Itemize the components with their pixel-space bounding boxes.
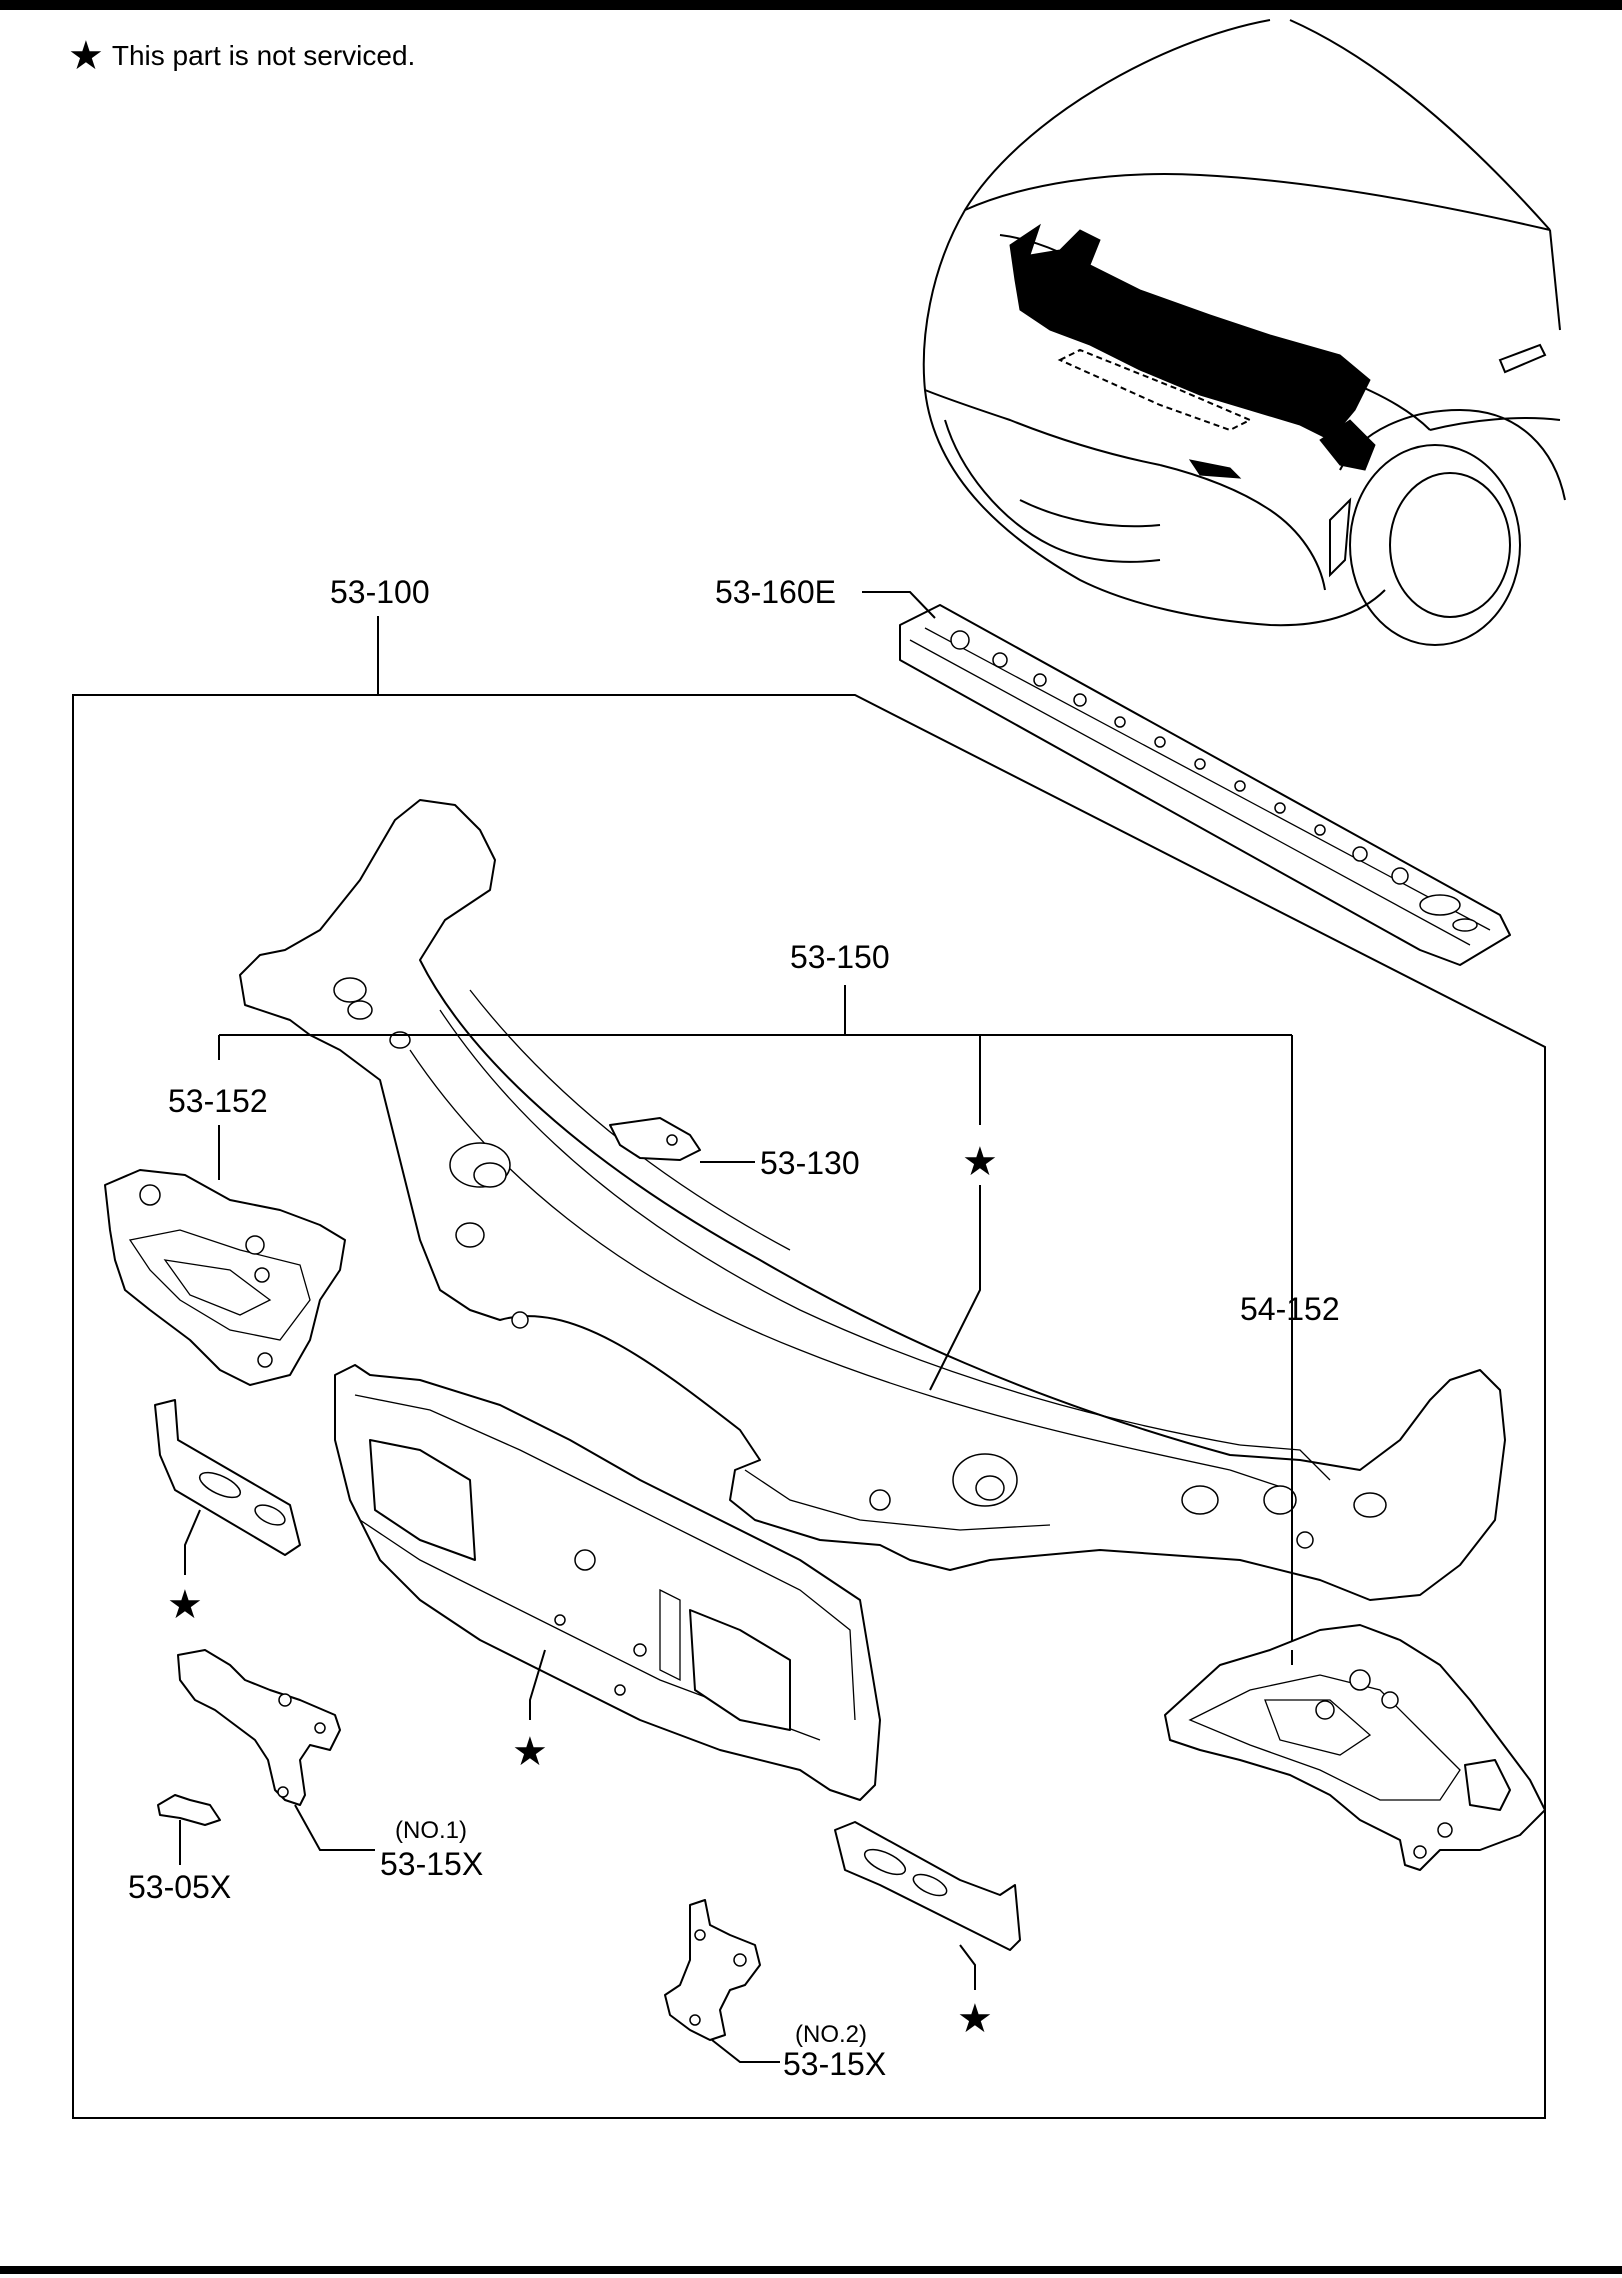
label-53-130: 53-130 bbox=[760, 1145, 860, 1181]
label-no1: (NO.1) bbox=[395, 1817, 467, 1844]
part-53-160E bbox=[899, 604, 1511, 966]
legend-text: This part is not serviced. bbox=[111, 40, 416, 71]
label-53-160E: 53-160E bbox=[715, 574, 836, 610]
part-dash-panel bbox=[334, 1364, 881, 1801]
star-icon: ★ bbox=[957, 1996, 993, 2042]
part-right-reinforcement bbox=[834, 1821, 1021, 1951]
label-53-150: 53-150 bbox=[790, 939, 890, 975]
label-53-05X: 53-05X bbox=[128, 1869, 231, 1905]
label-54-152: 54-152 bbox=[1240, 1291, 1340, 1327]
part-53-130 bbox=[609, 1117, 701, 1161]
assembly-outline bbox=[72, 694, 1546, 2119]
legend-note: ★ This part is not serviced. bbox=[68, 36, 415, 76]
star-icon: ★ bbox=[512, 1729, 548, 1775]
star-icon: ★ bbox=[962, 1139, 998, 1185]
star-icon: ★ bbox=[68, 34, 104, 78]
star-icon: ★ bbox=[167, 1582, 203, 1628]
bottom-rule bbox=[0, 2266, 1622, 2274]
part-left-reinforcement bbox=[154, 1399, 301, 1556]
label-53-152: 53-152 bbox=[168, 1083, 268, 1119]
part-54-152 bbox=[1164, 1624, 1546, 1871]
label-no2: (NO.2) bbox=[795, 2021, 867, 2048]
label-53-15X-no2: 53-15X bbox=[783, 2046, 886, 2082]
label-53-15X-no1: 53-15X bbox=[380, 1846, 483, 1882]
part-53-05X bbox=[157, 1794, 221, 1826]
label-53-100: 53-100 bbox=[330, 574, 430, 610]
part-53-152 bbox=[104, 1169, 346, 1386]
car-front-illustration bbox=[922, 19, 1566, 646]
top-rule bbox=[0, 0, 1622, 10]
part-53-15X-no2 bbox=[664, 1899, 761, 2041]
part-53-15X-no1 bbox=[177, 1649, 341, 1806]
